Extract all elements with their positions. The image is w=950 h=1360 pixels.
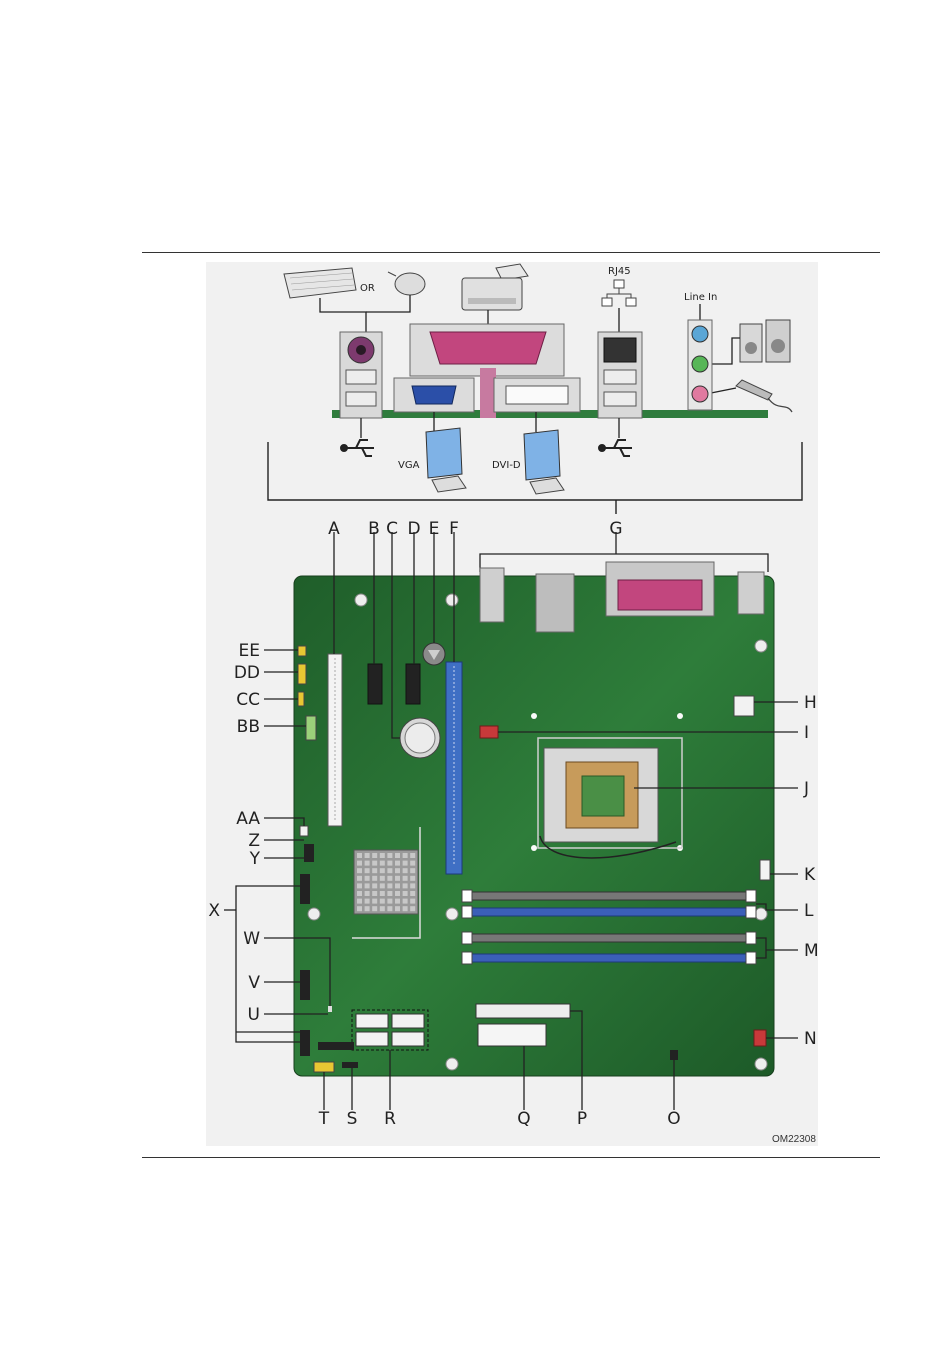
header-u [328,1006,332,1012]
header-bb [306,716,316,740]
ps2-usb-stack [340,332,382,418]
header-dd [298,664,306,684]
rj45-label: RJ45 [608,266,631,277]
dvid-label: DVI-D [492,460,521,471]
header-z-y [304,844,314,862]
parallel-port-connector [430,332,546,364]
rear-fan-header [480,726,498,738]
usb-icon [341,440,374,456]
callout-n: N [804,1029,817,1049]
header-x-top [300,874,310,904]
header-aa [300,826,308,836]
header-x-bottom [300,1030,310,1056]
callouts-top: A B C D E F G [328,519,622,539]
callout-y: Y [249,849,261,869]
usb-icon [599,440,632,456]
ide-connector [476,1004,570,1018]
speakers-icon [740,320,790,362]
callout-k: K [804,865,816,885]
header-t [314,1062,334,1072]
header-v [300,970,310,1000]
dvi-port [494,378,580,412]
audio-jacks [688,320,712,410]
callout-s: S [347,1109,358,1129]
callout-c: C [386,519,398,539]
callouts-right: H I J K L M N [803,693,818,1049]
callout-i: I [804,723,809,743]
callout-z: Z [248,831,260,851]
callout-a: A [328,519,340,539]
front-fan-header [754,1030,766,1046]
keyboard-icon [284,268,356,298]
callout-q: Q [517,1109,530,1129]
figure-id: OM22308 [772,1134,816,1145]
front-panel-header [318,1042,354,1050]
header-cc [298,692,304,706]
callouts-bottom: T S R Q P O [318,1109,681,1129]
rj45-usb-stack [598,332,642,418]
board-figure: OR RJ45 Line In [206,262,818,1146]
chassis-intrusion-header [670,1050,678,1060]
printer-icon [462,264,528,310]
line-in-label: Line In [684,292,717,303]
pcie-x1-slot-2 [406,664,420,704]
callout-d: D [407,519,420,539]
vga-port [394,378,474,412]
callout-j: J [803,779,809,799]
microphone-icon [736,380,792,412]
callout-dd: DD [234,663,260,683]
callout-g: G [609,519,622,539]
callout-o: O [667,1109,680,1129]
mouse-icon [388,272,425,295]
callout-r: R [384,1109,396,1129]
dvi-monitor-icon [524,430,564,494]
callout-f: F [449,519,459,539]
callout-b: B [368,519,380,539]
rear-parallel-connector [618,580,702,610]
chipset-heatsink [354,850,418,914]
callout-t: T [318,1109,330,1129]
callout-e: E [429,519,440,539]
callout-w: W [243,929,260,949]
bottom-rule [142,1157,880,1158]
atx12v-connector [734,696,754,716]
header-s [342,1062,358,1068]
top-rule [142,252,880,253]
callout-u: U [248,1005,260,1025]
callout-p: P [577,1109,587,1129]
pcie-x1-slot-1 [368,664,382,704]
callout-aa: AA [236,809,260,829]
network-icon [602,280,636,306]
callout-m: M [804,941,818,961]
callout-x: X [208,901,220,921]
atx-power-connector [478,1024,546,1046]
motherboard [294,576,774,1076]
callout-l: L [804,901,814,921]
header-ee [298,646,306,656]
vga-label: VGA [398,460,420,471]
callout-ee: EE [239,641,260,661]
mouse-cable [366,295,410,312]
callout-h: H [804,693,817,713]
callout-v: V [248,973,260,993]
callouts-left: EE DD CC BB AA Z Y X W V U [208,641,260,1025]
callout-bb: BB [237,717,260,737]
rear-usb-block [480,568,504,622]
rear-rj45-block [738,572,764,614]
vga-monitor-icon [426,428,466,492]
or-label: OR [360,283,375,294]
board-diagram: OR RJ45 Line In [206,262,818,1146]
callout-cc: CC [236,690,260,710]
processor-fan-header [760,860,770,880]
rear-audio-block [536,574,574,632]
